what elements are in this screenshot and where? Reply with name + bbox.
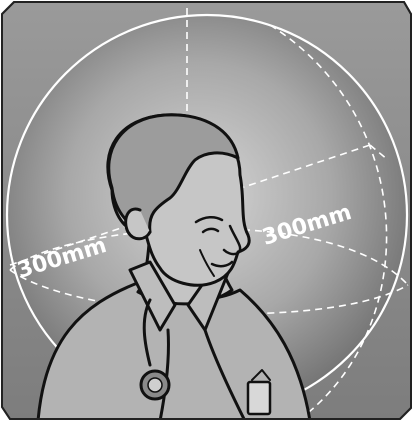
sphere-illustration: 300mm 300mm bbox=[0, 0, 414, 421]
illustration-panel: 300mm 300mm bbox=[0, 0, 414, 421]
